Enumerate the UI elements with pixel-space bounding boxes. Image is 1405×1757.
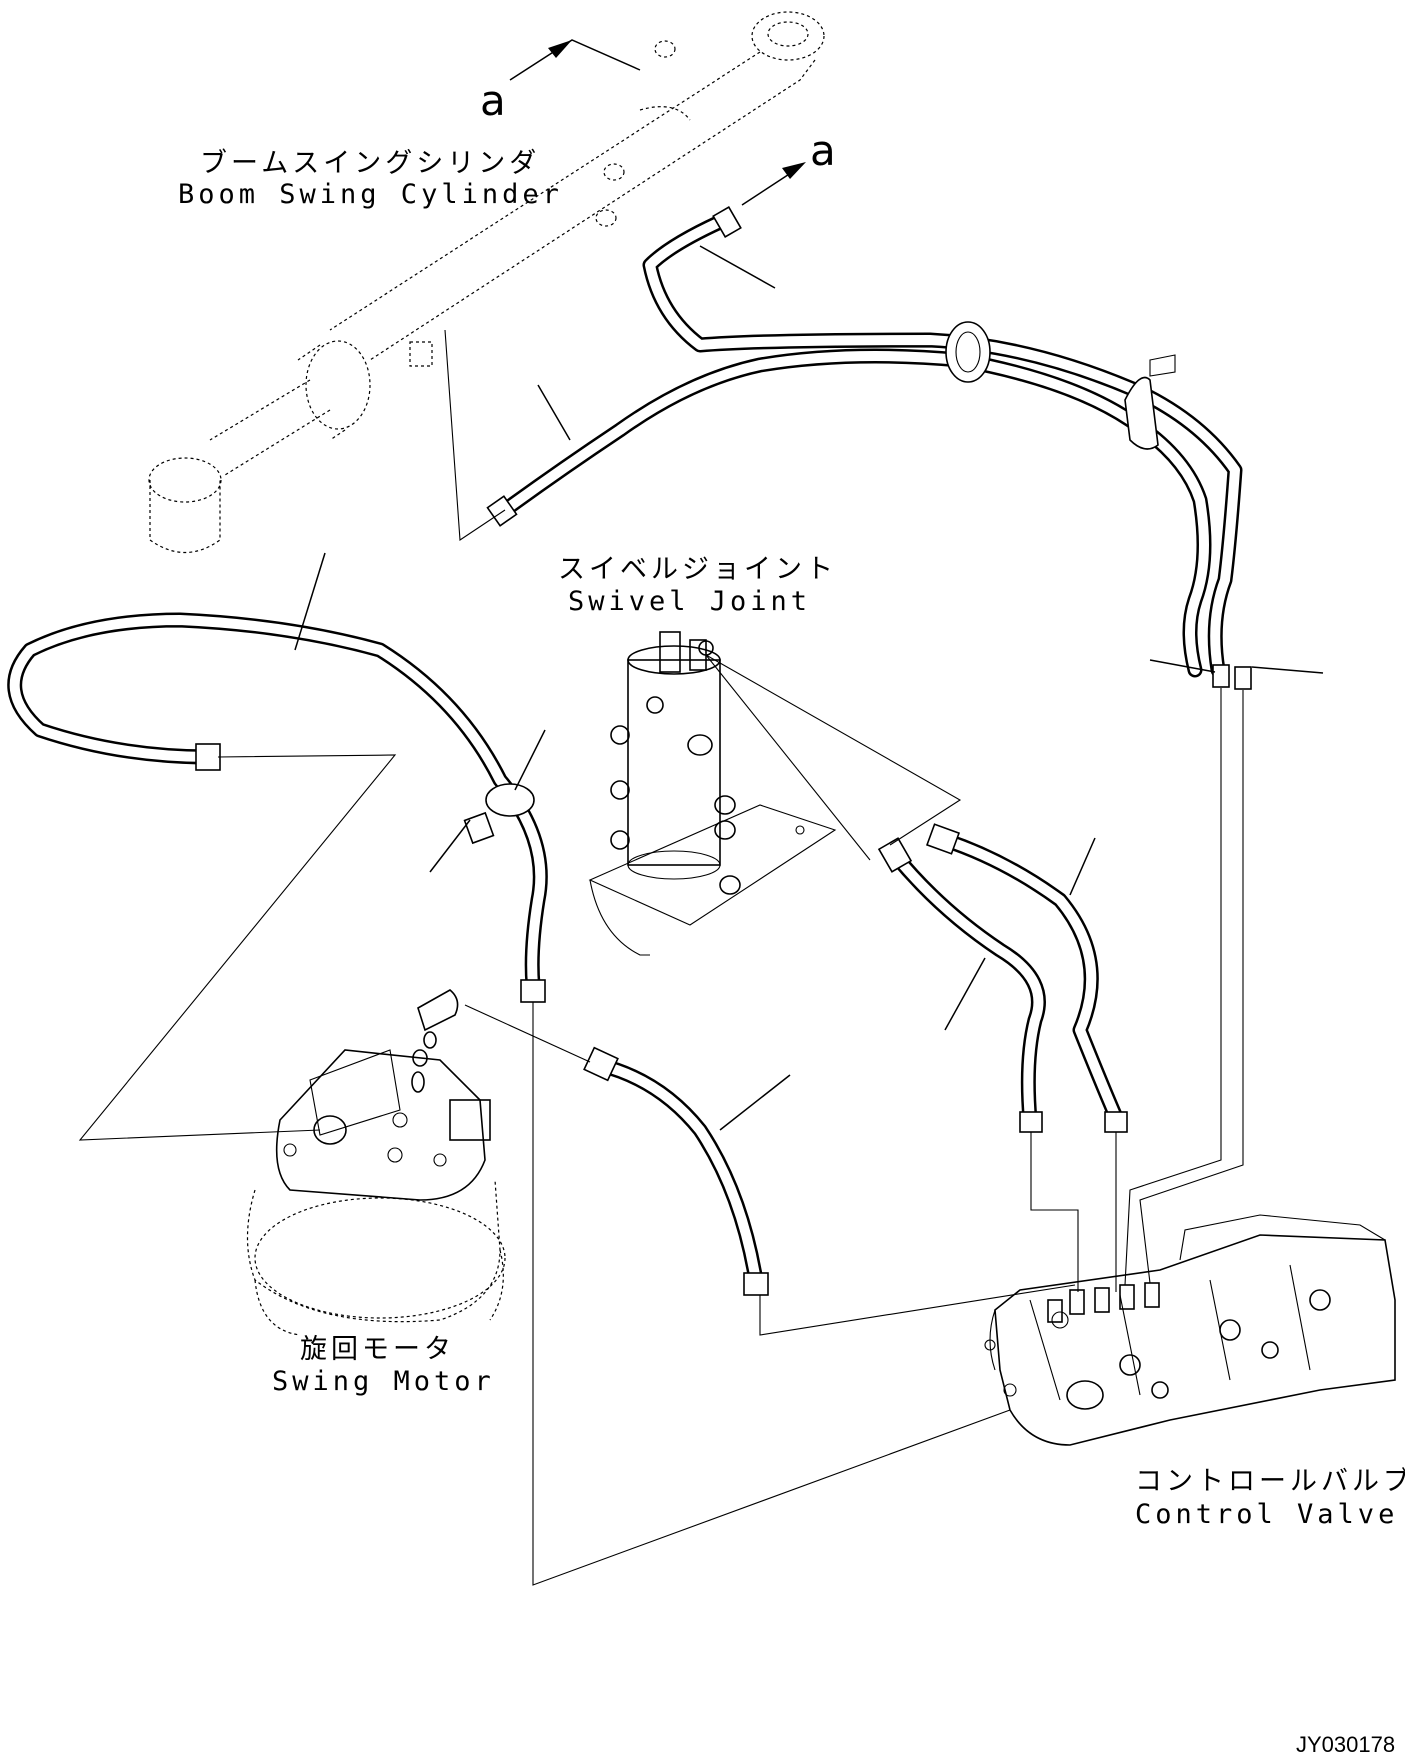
label-ja: コントロールバルブ bbox=[1135, 1466, 1405, 1497]
view-letter: a bbox=[810, 126, 836, 175]
hose-swivel-2 bbox=[925, 823, 1128, 1133]
view-arrow-a-lower: a bbox=[741, 126, 836, 206]
control-valve bbox=[984, 1214, 1396, 1446]
hose-swivel-1 bbox=[877, 837, 1046, 1133]
hose-cylinder-lower bbox=[486, 348, 1212, 678]
boom-swing-cylinder bbox=[148, 11, 825, 553]
connection-lines bbox=[78, 245, 1324, 1586]
hose-cylinder-upper bbox=[642, 206, 1243, 678]
label-control-valve: コントロールバルブ Control Valve bbox=[1135, 1466, 1405, 1530]
label-en: Boom Swing Cylinder bbox=[178, 179, 563, 210]
label-swing-motor: 旋回モータ Swing Motor bbox=[272, 1334, 495, 1397]
hose-clamp bbox=[463, 783, 535, 845]
label-en: Swing Motor bbox=[272, 1366, 495, 1397]
view-letter: a bbox=[480, 76, 506, 125]
hose-end-fitting bbox=[1212, 664, 1230, 688]
hose-swing-long bbox=[7, 612, 548, 1003]
hose-clamp bbox=[945, 321, 991, 383]
label-swivel-joint: スイベルジョイント Swivel Joint bbox=[558, 554, 837, 617]
swing-motor bbox=[246, 989, 506, 1336]
swivel-joint bbox=[588, 631, 837, 956]
hose-swing-short bbox=[583, 1046, 769, 1296]
label-ja: ブームスイングシリンダ bbox=[200, 148, 540, 179]
label-boom-swing-cylinder: ブームスイングシリンダ Boom Swing Cylinder bbox=[178, 148, 563, 210]
label-ja: 旋回モータ bbox=[300, 1334, 455, 1365]
label-ja: スイベルジョイント bbox=[558, 554, 837, 585]
drawing-code: JY030178 bbox=[1296, 1732, 1395, 1757]
view-arrow-a-upper: a bbox=[480, 39, 641, 125]
label-en: Control Valve bbox=[1135, 1499, 1398, 1530]
hose-end-fitting bbox=[1234, 666, 1252, 690]
hose-clamp-bracket bbox=[1124, 354, 1176, 450]
label-en: Swivel Joint bbox=[568, 586, 811, 617]
